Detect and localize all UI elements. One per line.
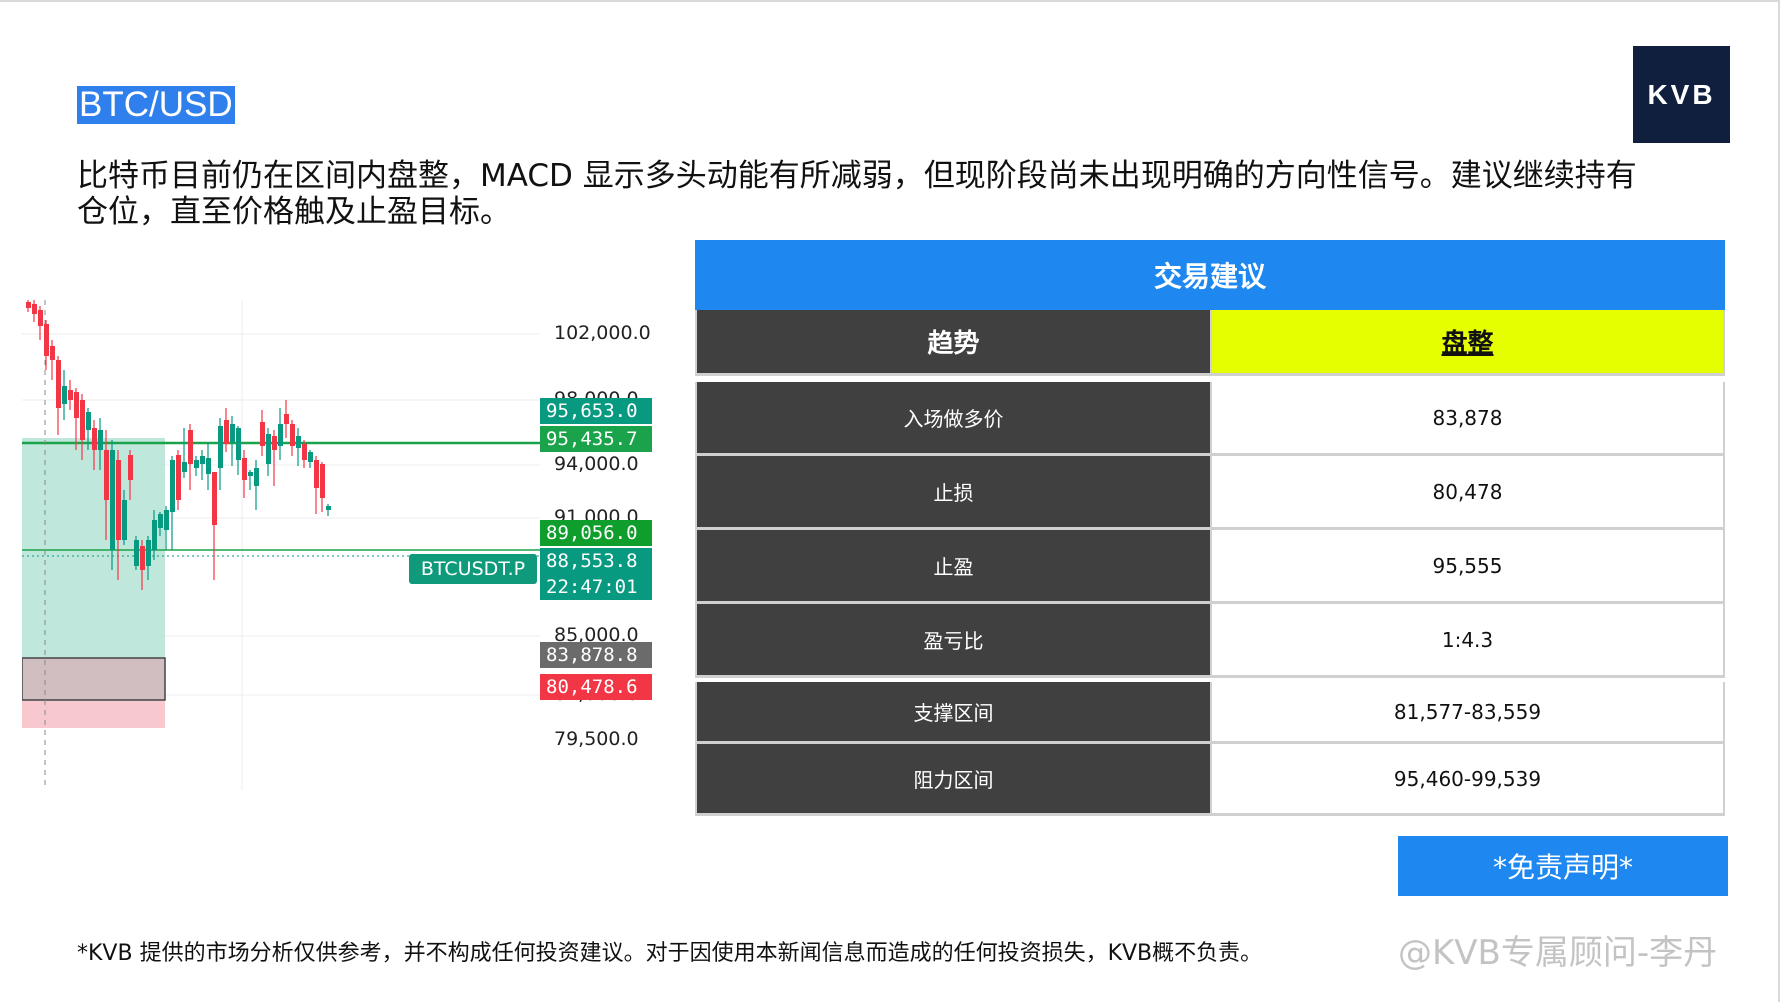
candle-body [116, 460, 121, 540]
candle-body [98, 430, 103, 450]
table-row: 止盈 95,555 [695, 530, 1725, 604]
price-tag: 95,653.0 [540, 398, 652, 424]
candle-body [320, 464, 325, 498]
row-label: 止损 [697, 456, 1210, 530]
candle-body [176, 455, 181, 500]
symbol-tag: BTCUSDT.P [409, 554, 537, 584]
price-tag: 80,478.6 [540, 674, 652, 700]
candle-body [302, 444, 307, 460]
candle-body [290, 424, 295, 446]
price-tag: 83,878.8 [540, 642, 652, 668]
right-divider [1778, 0, 1780, 1002]
axis-tick: 102,000.0 [552, 322, 653, 344]
footnote: *KVB 提供的市场分析仅供参考，并不构成任何投资建议。对于因使用本新闻信息而造… [77, 941, 1263, 966]
candle-body [242, 458, 247, 480]
row-value: 1:4.3 [1210, 604, 1723, 678]
row-label: 盈亏比 [697, 604, 1210, 678]
trend-value: 盘整 [1210, 310, 1723, 376]
candle-body [266, 434, 271, 464]
candle-body [248, 472, 253, 476]
candle-body [50, 346, 55, 360]
candle-body [68, 390, 73, 400]
candle-body [212, 472, 217, 525]
candle-body [74, 392, 79, 418]
row-label: 阻力区间 [697, 744, 1210, 816]
candle-body [164, 510, 169, 530]
candle-body [218, 426, 223, 468]
price-tag: 88,553.8 [540, 548, 652, 574]
candle-body [134, 540, 139, 566]
candle-body [182, 462, 187, 472]
disclaimer-button[interactable]: *免责声明* [1398, 836, 1728, 896]
candle-body [278, 424, 283, 446]
row-value: 80,478 [1210, 456, 1723, 530]
candle-body [200, 456, 205, 464]
axis-tick: 79,500.0 [552, 728, 641, 750]
row-label: 入场做多价 [697, 382, 1210, 456]
candle-body [230, 424, 235, 442]
candle-body [92, 428, 97, 450]
analysis-summary: 比特币目前仍在区间内盘整，MACD 显示多头动能有所减弱，但现阶段尚未出现明确的… [77, 158, 1637, 230]
candles [26, 300, 331, 590]
candle-body [86, 412, 91, 430]
price-tag: 89,056.0 [540, 520, 652, 546]
candle-body [122, 500, 127, 540]
table-row: 止损 80,478 [695, 456, 1725, 530]
kvb-logo: KVB [1633, 46, 1730, 143]
table-row: 阻力区间 95,460-99,539 [695, 744, 1725, 816]
row-value: 81,577-83,559 [1210, 682, 1723, 744]
row-value: 95,460-99,539 [1210, 744, 1723, 816]
candle-body [170, 460, 175, 512]
candle-body [296, 436, 301, 448]
candle-body [284, 414, 289, 424]
candle-body [128, 455, 133, 480]
candle-body [44, 324, 49, 356]
candle-body [224, 420, 229, 444]
table-row: 支撑区间 81,577-83,559 [695, 682, 1725, 744]
candle-body [110, 450, 115, 550]
watermark: @KVB专属顾问-李丹 [1398, 933, 1718, 973]
trend-row: 趋势 盘整 [695, 310, 1725, 376]
candle-body [236, 428, 241, 460]
candle-body [206, 458, 211, 474]
price-tag: 22:47:01 [540, 574, 652, 600]
row-label: 支撑区间 [697, 682, 1210, 744]
price-tag: 95,435.7 [540, 426, 652, 452]
candlestick-chart [22, 300, 540, 790]
candle-body [62, 386, 67, 404]
candle-body [326, 506, 331, 510]
pair-title: BTC/USD [77, 85, 235, 124]
candle-body [38, 310, 43, 326]
row-label: 止盈 [697, 530, 1210, 604]
candle-body [26, 302, 31, 308]
candle-body [308, 452, 313, 462]
trend-label: 趋势 [697, 310, 1210, 376]
table-title: 交易建议 [695, 240, 1725, 310]
candle-body [158, 514, 163, 528]
candle-body [146, 540, 151, 566]
candle-body [188, 430, 193, 464]
axis-tick: 94,000.0 [552, 453, 641, 475]
candle-body [104, 450, 109, 500]
table-row: 入场做多价 83,878 [695, 382, 1725, 456]
axis-tick: 85,000.0 [552, 624, 641, 646]
candle-body [56, 360, 61, 408]
candle-body [272, 436, 277, 450]
table-row: 盈亏比 1:4.3 [695, 604, 1725, 678]
candle-body [140, 546, 145, 570]
price-chart: 102,000.0 98,000.0 94,000.0 91,000.0 85,… [22, 300, 662, 800]
row-value: 83,878 [1210, 382, 1723, 456]
trade-suggestion-table: 交易建议 趋势 盘整 入场做多价 83,878 止损 80,478 止盈 95,… [695, 240, 1725, 816]
row-value: 95,555 [1210, 530, 1723, 604]
candle-body [152, 520, 157, 550]
candle-body [260, 422, 265, 446]
candle-body [80, 400, 85, 440]
candle-body [254, 468, 259, 486]
candle-body [314, 460, 319, 488]
candle-body [32, 304, 37, 314]
top-divider [0, 0, 1780, 2]
entry-box-border [22, 657, 166, 701]
entry-box [22, 658, 165, 700]
candle-body [194, 460, 199, 468]
